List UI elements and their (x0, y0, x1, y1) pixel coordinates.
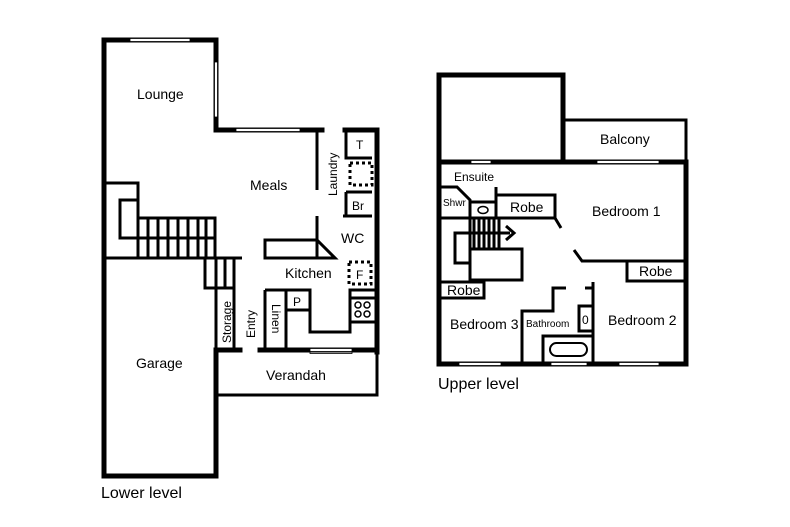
room-label-robe-bedroom3: Robe (447, 282, 481, 298)
room-label-garage: Garage (136, 355, 183, 371)
room-label-bedroom3: Bedroom 3 (450, 316, 519, 332)
window (214, 61, 218, 118)
room-label-verandah: Verandah (266, 367, 326, 383)
room-label-bathroom: Bathroom (526, 319, 569, 330)
bathtub-icon (549, 342, 588, 357)
kitchen-counter (263, 288, 377, 350)
door-swing (553, 217, 563, 229)
room-label-robe-ensuite: Robe (510, 199, 544, 215)
room-label-shower: Shwr (443, 198, 466, 209)
room-label-linen: Linen (269, 304, 283, 333)
window (129, 38, 191, 42)
upper-level-caption: Upper level (438, 376, 519, 393)
stove-box (350, 296, 377, 324)
window (458, 362, 502, 366)
stove-icon (354, 301, 371, 318)
washer-icon (348, 161, 374, 187)
robe-bedroom3-box (439, 280, 486, 300)
window (618, 362, 660, 366)
fridge-icon (347, 260, 373, 286)
fixture-label-toilet: 0 (582, 313, 589, 327)
room-label-bedroom1: Bedroom 1 (592, 203, 661, 219)
lower-level-plan: Lounge Meals Laundry T Br WC Kitchen F P… (101, 37, 380, 502)
room-label-balcony: Balcony (600, 131, 650, 147)
bedroom1-wall (572, 249, 686, 263)
lower-stairs (104, 181, 236, 290)
room-label-robe-bedroom1: Robe (639, 263, 673, 279)
window (470, 160, 492, 164)
room-label-storage: Storage (220, 301, 234, 343)
room-label-entry: Entry (244, 310, 258, 338)
lower-level-caption: Lower level (101, 485, 182, 502)
window (550, 362, 588, 366)
room-label-wc: WC (341, 230, 364, 246)
fixture-label-tub: T (356, 138, 364, 152)
room-label-bedroom2: Bedroom 2 (608, 312, 677, 328)
bathroom-toilet-box (577, 304, 595, 333)
verandah-outline (214, 352, 379, 397)
window (235, 128, 301, 132)
fixture-label-pantry: P (293, 295, 301, 309)
robe-ensuite-box (496, 193, 557, 220)
fixture-label-fridge: F (356, 268, 363, 282)
bath-box (541, 334, 593, 364)
upper-level-plan: Balcony Ensuite Shwr Robe Bedroom 1 Robe… (436, 72, 689, 393)
room-label-kitchen: Kitchen (285, 265, 332, 281)
room-label-ensuite: Ensuite (454, 170, 494, 184)
toilet-icon (477, 205, 489, 215)
broom-box (343, 190, 372, 218)
bathroom-wall-left (520, 286, 566, 364)
kitchen-bench (263, 238, 339, 260)
upper-roof-box (436, 72, 566, 165)
ensuite-walls (439, 187, 498, 220)
window (309, 348, 353, 352)
window (596, 160, 660, 164)
upper-stairs (453, 218, 524, 282)
balcony-outline (563, 118, 688, 162)
shower-wall (439, 185, 472, 218)
fixture-label-broom: Br (352, 199, 364, 213)
laundry-tub-box (344, 130, 372, 160)
room-label-lounge: Lounge (137, 86, 184, 102)
room-label-meals: Meals (250, 177, 287, 193)
robe-bedroom1-box (625, 261, 686, 283)
room-label-laundry: Laundry (326, 153, 340, 196)
